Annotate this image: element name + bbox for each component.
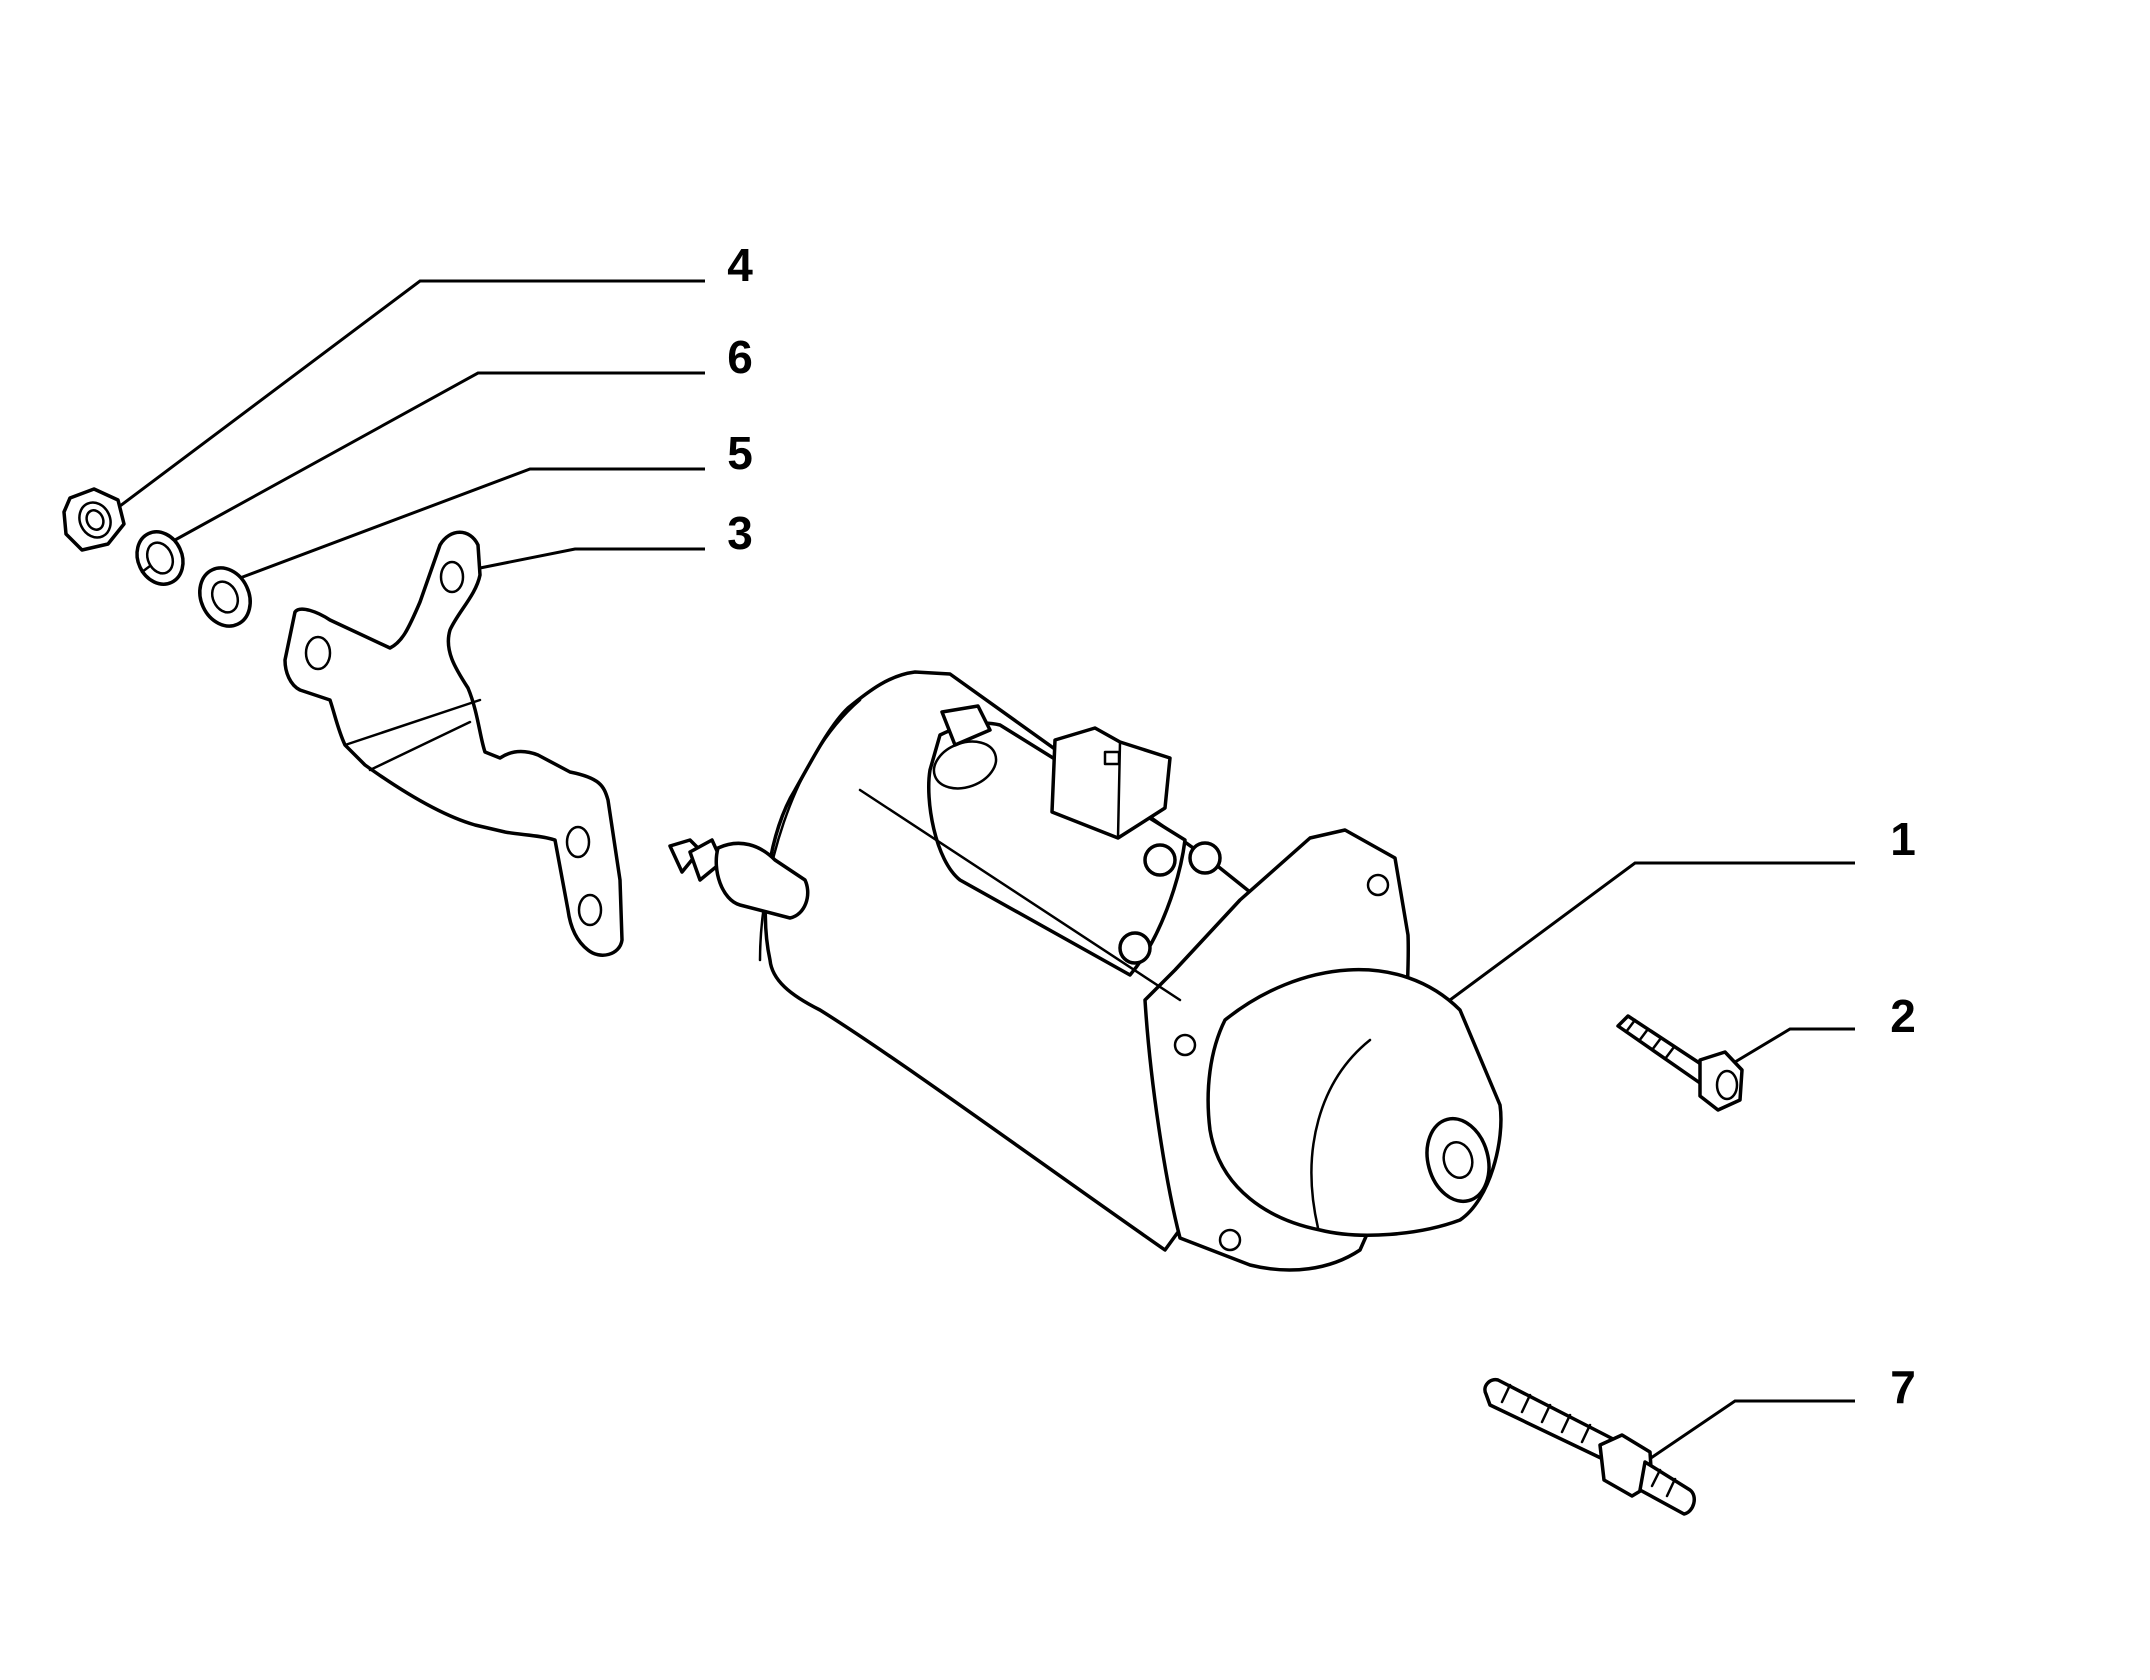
leader-3 (479, 547, 705, 570)
callout-1: 1 (1890, 813, 1916, 865)
leader-1 (1449, 861, 1855, 1002)
leader-2 (1734, 1027, 1855, 1064)
bolt-part (1616, 1014, 1744, 1112)
callout-6: 6 (727, 331, 753, 383)
spring-washer-part (135, 530, 185, 586)
callout-5: 5 (727, 427, 753, 479)
callout-labels: 4 6 5 3 1 2 7 (727, 239, 1916, 1413)
flat-washer-part (198, 566, 252, 628)
leader-7 (1644, 1399, 1855, 1464)
callout-2: 2 (1890, 990, 1916, 1042)
stud-part (1483, 1377, 1696, 1516)
leader-lines (111, 279, 1855, 1464)
callout-7: 7 (1890, 1361, 1916, 1413)
callout-3: 3 (727, 507, 753, 559)
leader-4 (111, 279, 705, 514)
starter-motor-part (668, 670, 1503, 1272)
leader-6 (174, 371, 705, 542)
hex-nut-part (62, 487, 126, 552)
callout-4: 4 (727, 239, 753, 291)
leader-5 (239, 467, 705, 580)
bracket-part (283, 530, 624, 957)
